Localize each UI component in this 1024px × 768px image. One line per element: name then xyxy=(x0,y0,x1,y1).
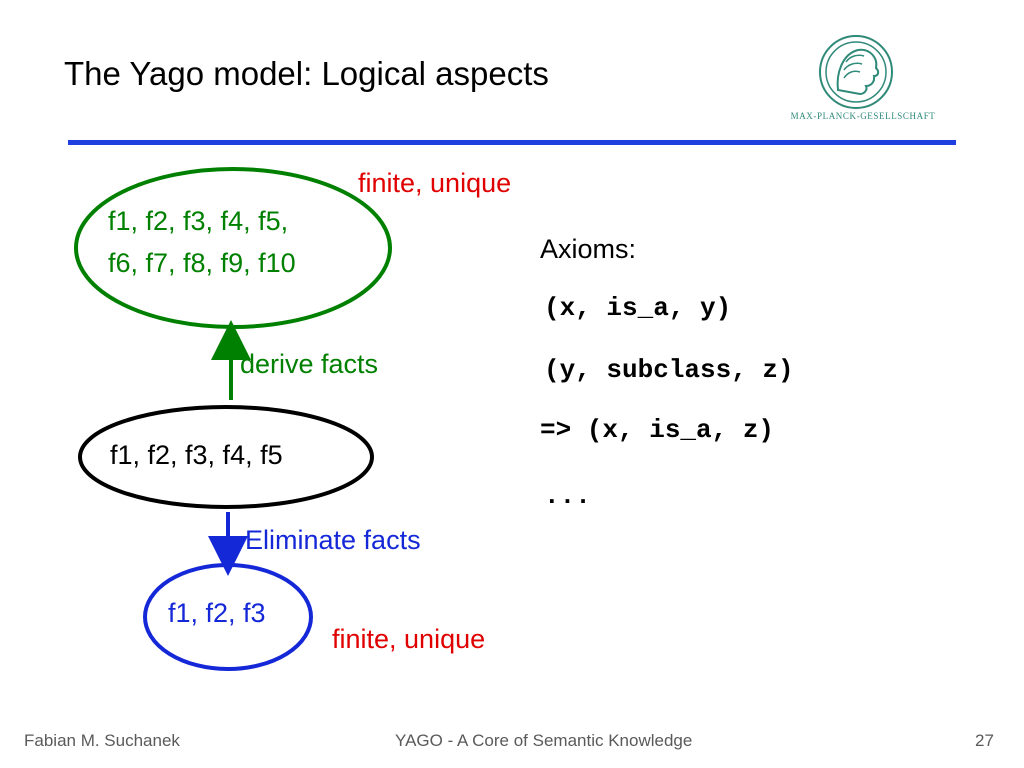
axiom-line-2: (y, subclass, z) xyxy=(544,355,794,385)
top-node-line-1: f1, f2, f3, f4, f5, xyxy=(108,206,289,236)
title-rule xyxy=(68,140,956,145)
top-finite-unique-label: finite, unique xyxy=(358,168,512,198)
eliminate-facts-label: Eliminate facts xyxy=(245,525,421,555)
bottom-finite-unique-label: finite, unique xyxy=(332,624,486,654)
footer-author: Fabian M. Suchanek xyxy=(24,731,180,750)
axioms-heading: Axioms: xyxy=(540,234,637,264)
footer-title: YAGO - A Core of Semantic Knowledge xyxy=(395,731,693,750)
bottom-node-label: f1, f2, f3 xyxy=(168,598,266,628)
axiom-ellipsis: ... xyxy=(544,481,591,511)
axiom-line-1: (x, is_a, y) xyxy=(544,293,732,323)
derive-facts-label: derive facts xyxy=(240,349,379,379)
axiom-line-3: => (x, is_a, z) xyxy=(540,415,775,445)
page-number: 27 xyxy=(975,731,994,750)
slide-title: The Yago model: Logical aspects xyxy=(64,55,549,92)
top-node-line-2: f6, f7, f8, f9, f10 xyxy=(108,248,296,278)
max-planck-logo xyxy=(776,32,946,124)
logo-wordmark: MAX-PLANCK-GESELLSCHAFT xyxy=(790,111,936,121)
middle-node-ellipse xyxy=(78,405,374,509)
middle-node-label: f1, f2, f3, f4, f5 xyxy=(110,440,283,470)
